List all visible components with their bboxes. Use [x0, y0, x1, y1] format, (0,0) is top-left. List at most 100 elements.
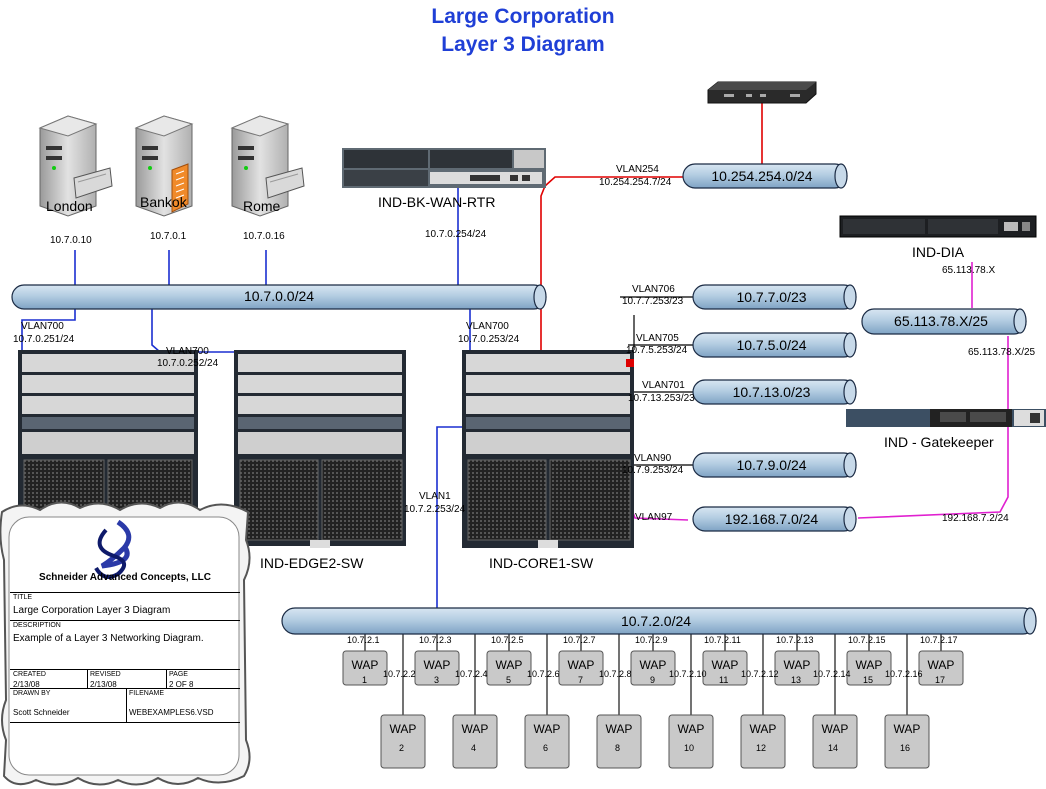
server-label-rome: Rome: [243, 198, 281, 214]
wap-ip: 10.7.2.16: [885, 669, 923, 679]
wap-number: 7: [578, 675, 584, 685]
edge2-ip: 10.7.0.252/24: [157, 358, 219, 369]
wap-number: 1: [362, 675, 368, 685]
wap-number: 17: [935, 675, 946, 685]
wap-number: 3: [434, 675, 440, 685]
gatekeeper-ip-top: 65.113.78.X/25: [968, 347, 1036, 358]
pipe-10-7-13: [692, 379, 857, 405]
wap-number: 16: [900, 743, 911, 753]
filename-caption: FILENAME: [129, 690, 165, 697]
revised-caption: REVISED: [90, 671, 121, 678]
wap-ip: 10.7.2.1: [347, 635, 380, 645]
wap-links: [364, 634, 942, 716]
pipe-10-254: [682, 163, 848, 189]
wap-number: 2: [399, 743, 405, 753]
wap-label: WAP: [677, 722, 705, 736]
server-ip-bankok: 10.7.0.1: [150, 231, 187, 242]
vlan90-label: VLAN90: [634, 453, 672, 464]
wap-ip: 10.7.2.2: [383, 669, 416, 679]
wap-number: 9: [650, 675, 656, 685]
gatekeeper-ip-bottom: 192.168.7.2/24: [942, 513, 1009, 524]
gatekeeper-icon: [846, 409, 1046, 427]
router-label: IND-BK-WAN-RTR: [378, 194, 496, 210]
wap-number: 8: [615, 743, 621, 753]
wap-label: WAP: [639, 658, 667, 672]
wap-ip: 10.7.2.5: [491, 635, 524, 645]
pipe-65-113: [861, 308, 1027, 335]
wap-label: WAP: [389, 722, 417, 736]
network-10-7-13: 10.7.13.0/23: [732, 384, 811, 400]
dia-device-icon: [839, 215, 1037, 238]
wap-label: WAP: [927, 658, 955, 672]
server-icon: [134, 115, 194, 217]
core-switch-icon: [462, 350, 634, 548]
filename-value: WEBEXAMPLES6.VSD: [129, 708, 214, 717]
pipe-10-7-2: [281, 607, 1037, 635]
wap-ip: 10.7.2.13: [776, 635, 814, 645]
description-caption: DESCRIPTION: [13, 622, 61, 629]
core-switch-label: IND-CORE1-SW: [489, 555, 594, 571]
page-value: 2 OF 8: [169, 680, 194, 689]
wap-ip: 10.7.2.7: [563, 635, 596, 645]
network-192-168: 192.168.7.0/24: [724, 511, 819, 527]
diagram-title-line1: Large Corporation: [431, 5, 615, 28]
router-ip: 10.7.0.254/24: [425, 229, 487, 240]
vlan1-ip: 10.7.2.253/24: [404, 504, 466, 515]
wap-ip: 10.7.2.11: [704, 635, 741, 645]
vlan97-label: VLAN97: [635, 512, 673, 523]
wap-label: WAP: [783, 658, 811, 672]
network-10-254: 10.254.254.0/24: [711, 168, 813, 184]
company-name: Schneider Advanced Concepts, LLC: [39, 572, 211, 583]
drawn-by-value: Scott Schneider: [13, 708, 70, 717]
description-value: Example of a Layer 3 Networking Diagram.: [13, 633, 204, 644]
edge1-ip: 10.7.0.251/24: [13, 334, 75, 345]
wap-icons: [342, 650, 964, 769]
pipe-10-7-9: [692, 452, 857, 478]
revised-value: 2/13/08: [90, 680, 117, 689]
pipe-192-168: [692, 506, 857, 532]
router-icon: [342, 148, 546, 188]
wap-ip: 10.7.2.6: [527, 669, 560, 679]
wap-ip: 10.7.2.14: [813, 669, 851, 679]
core-vlan-label: VLAN700: [466, 321, 509, 332]
dia-ip: 65.113.78.X: [942, 265, 996, 276]
wap-ip: 10.7.2.4: [455, 669, 488, 679]
wap-number: 4: [471, 743, 477, 753]
vlan254-ip: 10.254.254.7/24: [599, 177, 672, 188]
titleblock-frame: [0, 501, 251, 786]
server-icon: [38, 115, 113, 217]
wap-number: 14: [828, 743, 839, 753]
firewall-icon: [707, 81, 817, 104]
wap-number: 11: [719, 675, 729, 685]
server-label-london: London: [46, 198, 93, 214]
network-65-113: 65.113.78.X/25: [894, 313, 988, 329]
wap-number: 6: [543, 743, 549, 753]
wap-label: WAP: [351, 658, 379, 672]
server-icon: [230, 115, 305, 217]
wap-ip: 10.7.2.15: [848, 635, 886, 645]
drawn-by-caption: DRAWN BY: [13, 690, 51, 697]
vlan705-ip: 10.7.5.253/24: [626, 345, 688, 356]
network-10-7-2: 10.7.2.0/24: [620, 613, 692, 629]
dia-label: IND-DIA: [912, 244, 965, 260]
vlan90-ip: 10.7.9.253/24: [622, 465, 684, 476]
server-ip-london: 10.7.0.10: [50, 235, 92, 246]
wap-label: WAP: [567, 658, 595, 672]
wap-label: WAP: [461, 722, 489, 736]
wap-number: 12: [756, 743, 767, 753]
wap-label: WAP: [821, 722, 849, 736]
network-10-7-9: 10.7.9.0/24: [736, 457, 807, 473]
network-10-7-0-0: 10.7.0.0/24: [243, 288, 315, 304]
server-ip-rome: 10.7.0.16: [243, 231, 285, 242]
vlan706-ip: 10.7.7.253/23: [622, 296, 684, 307]
page-caption: PAGE: [169, 671, 188, 678]
vlan706-label: VLAN706: [632, 284, 675, 295]
wap-number: 10: [684, 743, 695, 753]
vlan254-label: VLAN254: [616, 164, 659, 175]
pipe-10-7-7: [692, 284, 857, 310]
wap-ip: 10.7.2.3: [419, 635, 452, 645]
black-links: [620, 296, 693, 466]
wap-label: WAP: [893, 722, 921, 736]
wap-ip: 10.7.2.8: [599, 669, 632, 679]
